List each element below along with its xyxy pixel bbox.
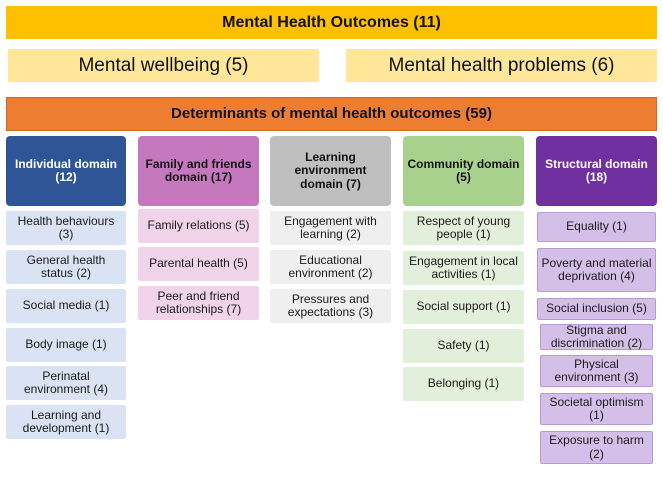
structural-item: Poverty and material deprivation (4) xyxy=(537,248,656,292)
individual-item: Body image (1) xyxy=(6,328,126,362)
structural-item: Physical environment (3) xyxy=(540,355,653,387)
community-item: Engagement in local activities (1) xyxy=(403,251,524,285)
family-item: Parental health (5) xyxy=(138,247,259,281)
structural-item: Equality (1) xyxy=(537,212,656,242)
community-item: Safety (1) xyxy=(403,329,524,363)
learning-item: Engagement with learning (2) xyxy=(270,211,391,245)
community-item: Belonging (1) xyxy=(403,367,524,401)
individual-item: Social media (1) xyxy=(6,289,126,323)
mental-health-outcomes-header: Mental Health Outcomes (11) xyxy=(6,6,657,39)
mental-health-problems-box: Mental health problems (6) xyxy=(346,49,657,82)
family-friends-domain-header: Family and friends domain (17) xyxy=(138,136,259,206)
learning-item: Educational environment (2) xyxy=(270,250,391,284)
family-item: Peer and friend relationships (7) xyxy=(138,286,259,320)
individual-item: Learning and development (1) xyxy=(6,405,126,439)
structural-item: Stigma and discrimination (2) xyxy=(540,323,653,350)
individual-item: Perinatal environment (4) xyxy=(6,366,126,400)
mental-wellbeing-box: Mental wellbeing (5) xyxy=(8,49,319,82)
structural-domain-header: Structural domain (18) xyxy=(536,136,657,206)
individual-item: Health behaviours (3) xyxy=(6,211,126,245)
individual-item: General health status (2) xyxy=(6,250,126,284)
learning-item: Pressures and expectations (3) xyxy=(270,289,391,323)
community-item: Social support (1) xyxy=(403,290,524,324)
determinants-header: Determinants of mental health outcomes (… xyxy=(6,97,657,131)
structural-item: Societal optimism (1) xyxy=(540,393,653,425)
structural-item: Exposure to harm (2) xyxy=(540,431,653,464)
structural-item: Social inclusion (5) xyxy=(537,298,656,320)
individual-domain-header: Individual domain (12) xyxy=(6,136,126,206)
community-item: Respect of young people (1) xyxy=(403,211,524,245)
community-domain-header: Community domain (5) xyxy=(403,136,524,206)
learning-environment-domain-header: Learning environment domain (7) xyxy=(270,136,391,206)
family-item: Family relations (5) xyxy=(138,209,259,243)
